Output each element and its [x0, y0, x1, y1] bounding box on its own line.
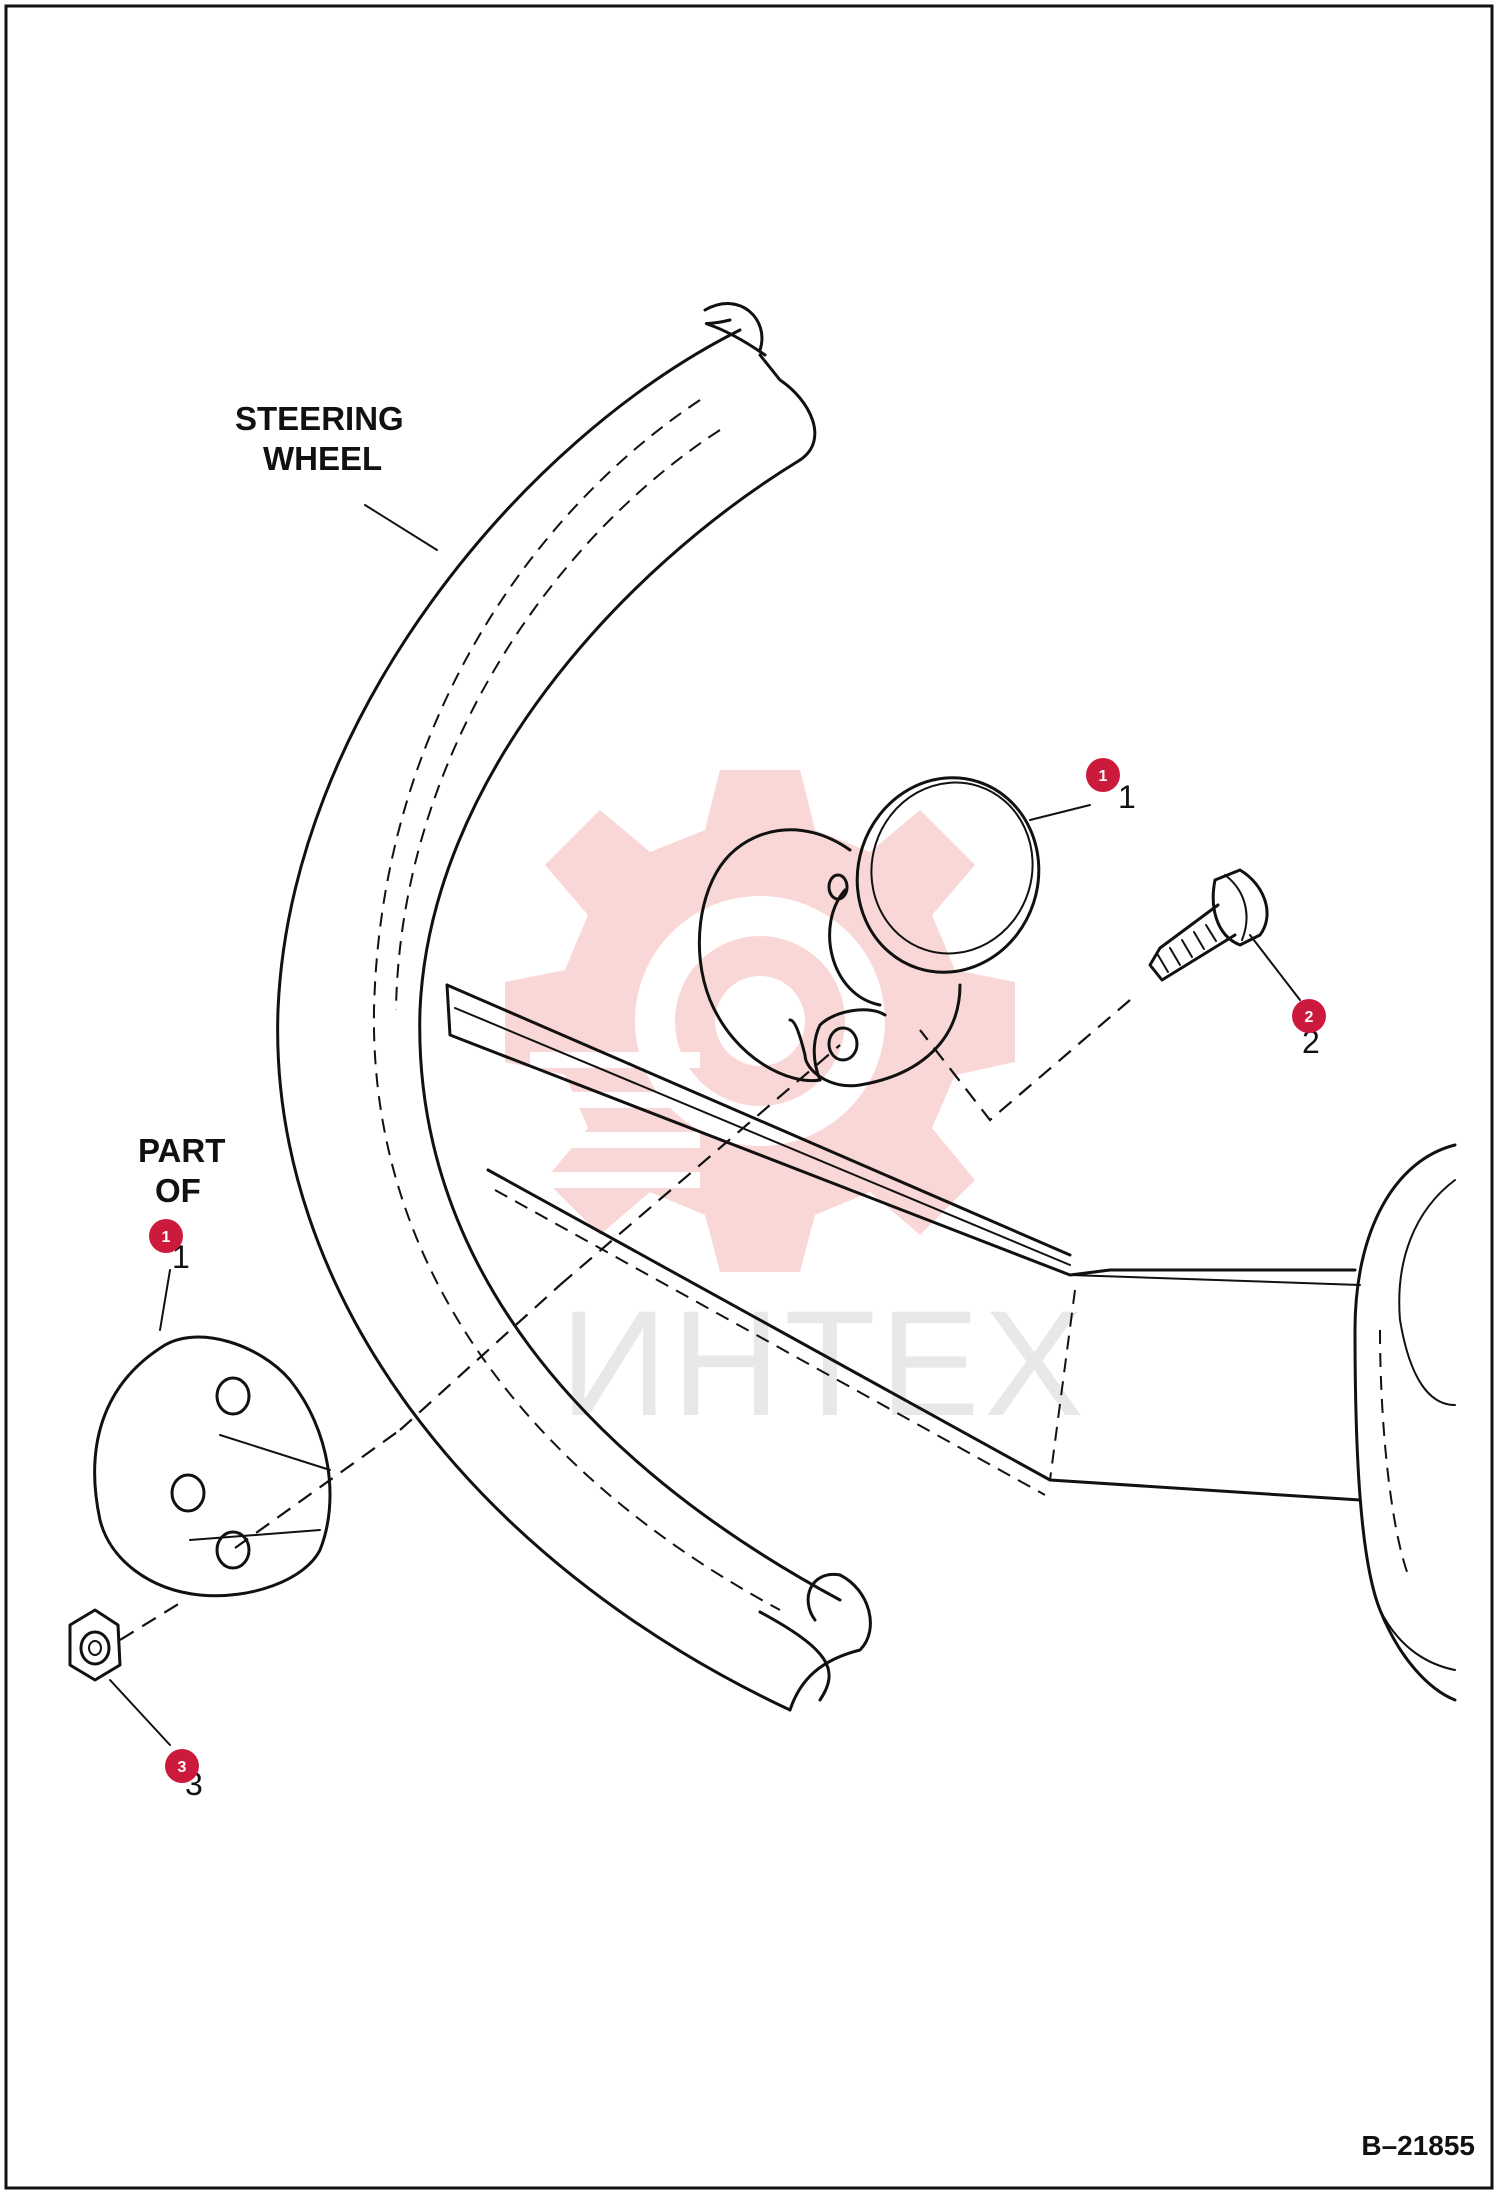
assembly-centerline — [559, 1044, 841, 1286]
label-steering-wheel-2: WHEEL — [263, 440, 382, 477]
callout-number: 2 — [1302, 1024, 1320, 1060]
callout-badge[interactable]: 1 — [1086, 758, 1120, 792]
knob-base-plate-upper — [697, 828, 887, 1083]
svg-text:1: 1 — [1099, 768, 1108, 785]
leader-bolt — [1249, 934, 1301, 1001]
svg-text:2: 2 — [1305, 1009, 1314, 1026]
label-part-of-2: OF — [155, 1172, 201, 1209]
leader-knob — [1029, 804, 1091, 821]
svg-text:3: 3 — [178, 1759, 187, 1776]
hex-nut — [68, 1599, 186, 1682]
knob-base-plate-lower — [93, 1284, 561, 1598]
page-border — [4, 4, 1494, 2190]
label-part-of-1: PART — [138, 1132, 225, 1169]
watermark-text: ИНТЕХ — [560, 1279, 1088, 1447]
leader-steering-wheel — [364, 504, 438, 551]
steering-wheel-rim — [276, 302, 872, 1712]
spinner-knob — [788, 776, 1041, 1088]
svg-text:1: 1 — [162, 1229, 171, 1246]
steering-wheel-spoke — [445, 983, 1362, 1502]
leader-nut — [109, 1679, 171, 1746]
bolt — [919, 868, 1269, 1122]
drawing-reference: B–21855 — [1361, 2130, 1475, 2161]
label-steering-wheel-1: STEERING — [235, 400, 404, 437]
callout-number: 1 — [1118, 779, 1136, 815]
callout-badge[interactable]: 3 — [165, 1749, 199, 1783]
leader-lower-plate — [159, 1269, 171, 1331]
watermark-gear-icon — [505, 770, 1015, 1272]
callout-badge[interactable]: 2 — [1292, 999, 1326, 1033]
callout-badge[interactable]: 1 — [149, 1219, 183, 1253]
steering-wheel-hub — [1353, 1143, 1457, 1702]
